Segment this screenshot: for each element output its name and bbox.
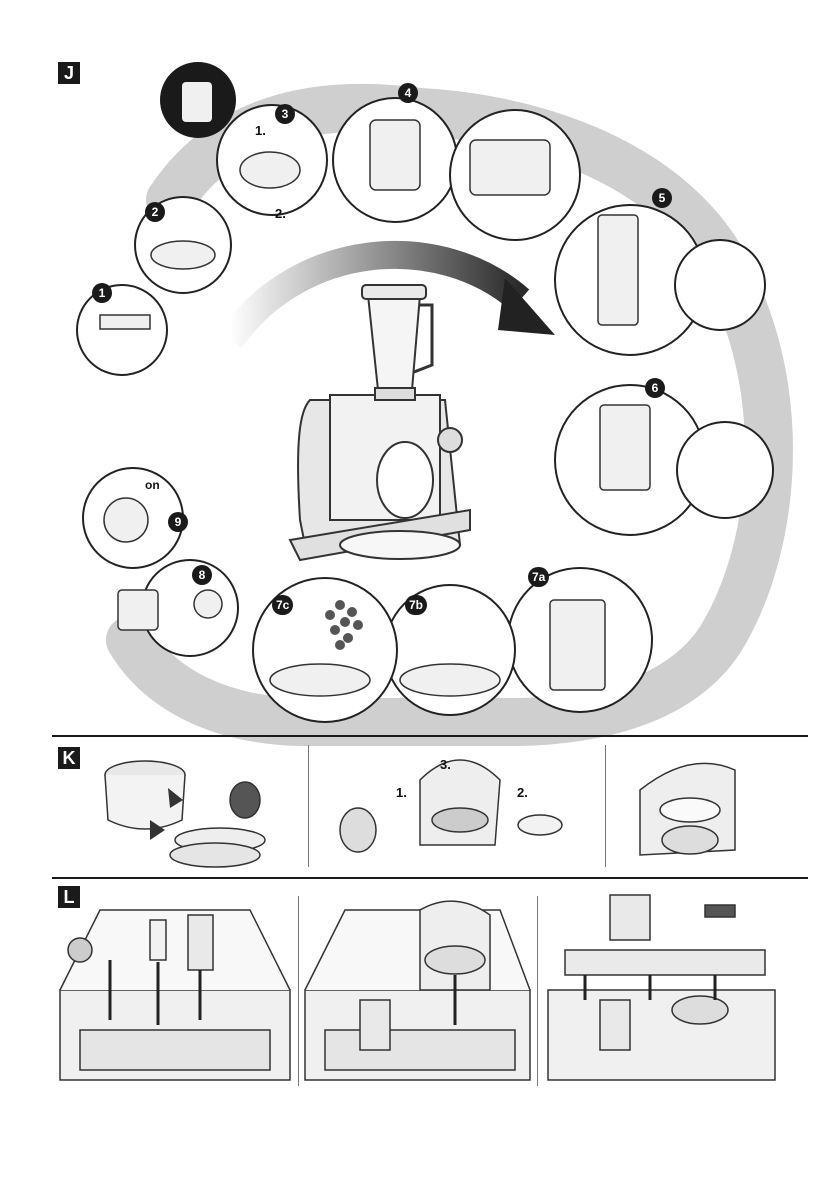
- section-l-illustration: [0, 0, 840, 1192]
